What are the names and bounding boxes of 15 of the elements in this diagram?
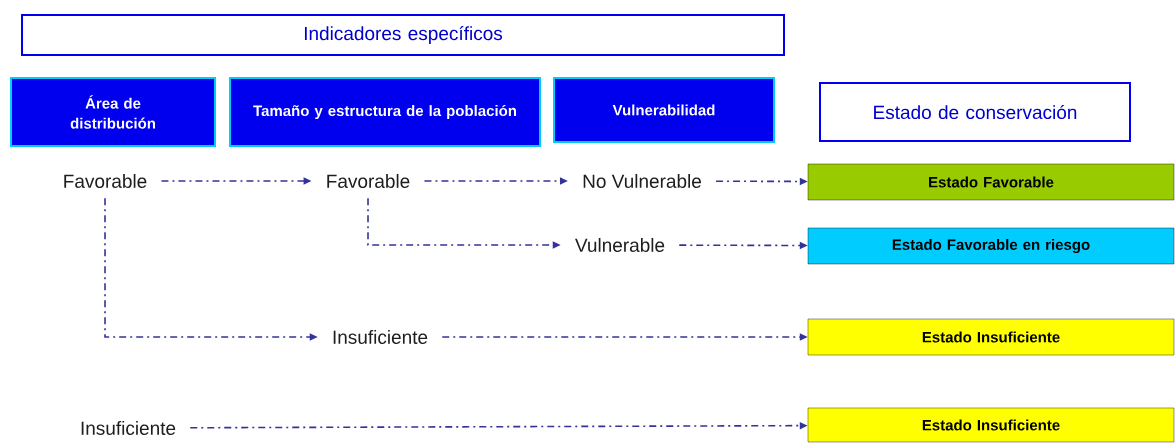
- status-box: Estado Favorable en riesgo: [807, 227, 1175, 265]
- value-text: Favorable: [327, 174, 410, 188]
- status-box: Estado Insuficiente: [807, 407, 1175, 443]
- value-text: Insuficiente: [81, 421, 176, 435]
- indicator-box: Tamaño y estructura de la población: [229, 77, 541, 147]
- value-text: No Vulnerable: [583, 174, 701, 188]
- value-text: Insuficiente: [333, 330, 428, 344]
- heading-box: Indicadores específicos: [21, 14, 785, 56]
- value-text: Vulnerable: [575, 238, 665, 252]
- indicator-box: Área de distribución: [10, 77, 216, 147]
- status-box: Estado Insuficiente: [807, 318, 1175, 356]
- heading-box: Estado de conservación: [819, 82, 1131, 142]
- status-box: Estado Favorable: [807, 163, 1175, 201]
- indicator-box: Vulnerabilidad: [553, 77, 775, 143]
- value-text: Favorable: [64, 174, 147, 188]
